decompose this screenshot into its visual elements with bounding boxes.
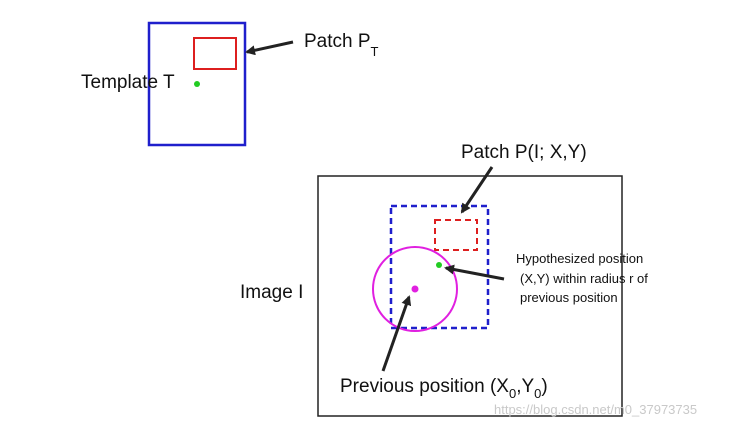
hypothesis-arrow (444, 264, 505, 281)
hypothesized-position-dot (436, 262, 442, 268)
template-label: Template T (81, 72, 175, 93)
image-patch-arrow (460, 166, 494, 214)
hypothesis-label-line-3: previous position (520, 290, 618, 305)
image-label: Image I (240, 282, 303, 303)
watermark-text: https://blog.csdn.net/m0_37973735 (494, 402, 697, 417)
template-patch-label: Patch PT (304, 31, 379, 59)
previous-position-dot (411, 285, 419, 293)
image-frame (317, 175, 623, 417)
template-frame (147, 21, 247, 147)
candidate-patch (434, 219, 478, 251)
hypothesis-label-line-1: Hypothesized position (516, 251, 643, 266)
template-patch-arrow (245, 40, 294, 56)
previous-position-label: Previous position (X0,Y0) (340, 376, 548, 401)
template-patch (193, 37, 237, 70)
template-center-dot (194, 81, 200, 87)
hypothesis-label-line-2: (X,Y) within radius r of (520, 271, 648, 286)
previous-position-arrow (381, 295, 412, 372)
search-radius-circle (372, 246, 458, 332)
image-patch-label: Patch P(I; X,Y) (461, 142, 587, 163)
